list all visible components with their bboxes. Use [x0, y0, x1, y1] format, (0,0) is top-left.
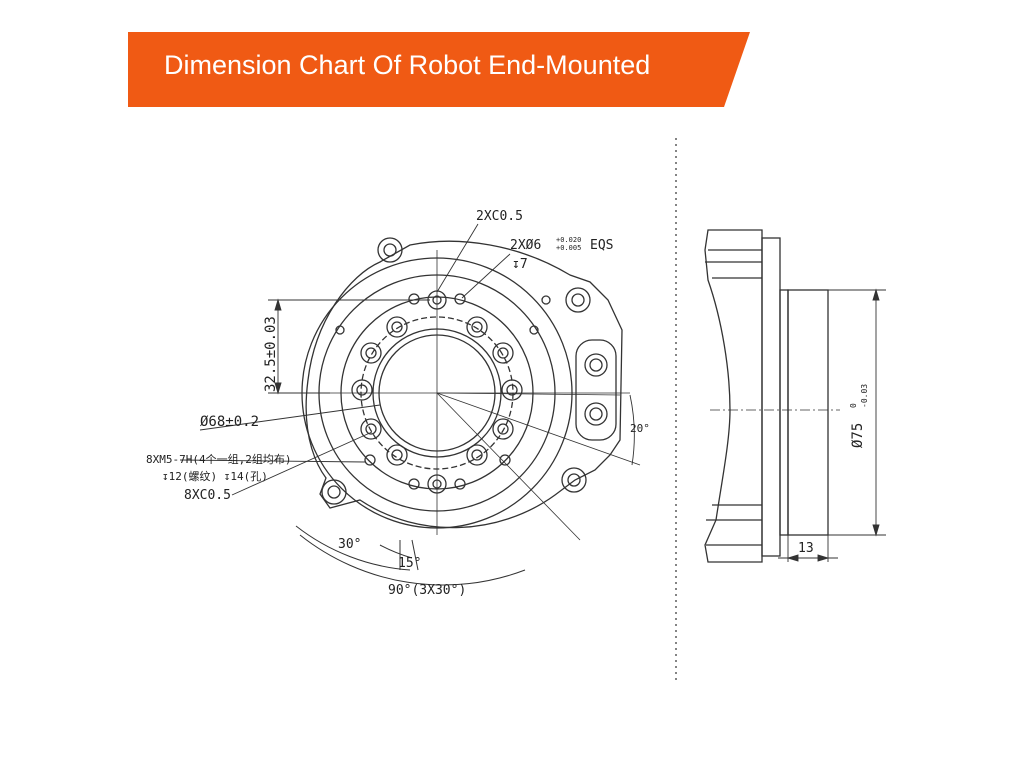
side-view: [704, 229, 886, 563]
bolt-holes: [351, 316, 523, 466]
label-pin-depth: ↧7: [512, 257, 528, 272]
label-diameter-75-tol-lower: -0.03: [860, 384, 869, 408]
label-offset-32-5: 32.5±0.03: [263, 316, 279, 392]
dim-13: [778, 535, 838, 562]
side-tool-flange: [787, 289, 829, 536]
label-pin-hole: 2XØ6: [510, 238, 541, 253]
label-pin-tol-lower: +0.005: [556, 244, 581, 252]
label-thread-spec: 8XM5-7H(4个一组,2组均布): [146, 452, 291, 466]
thread-holes: [335, 293, 539, 490]
label-thread-depth: ↧12(螺纹) ↧14(孔): [162, 469, 268, 483]
side-flange: [761, 237, 781, 557]
front-view: [179, 223, 641, 586]
ear-hole-top-right: [565, 287, 591, 313]
ear-hole-bottom-right: [561, 467, 587, 493]
dim-32-5: [268, 298, 430, 395]
label-pin-eqs: EQS: [590, 238, 613, 253]
housing-outline: [305, 240, 623, 529]
label-thickness-13: 13: [798, 541, 814, 556]
side-body: [704, 229, 763, 563]
label-angle-30: 30°: [338, 537, 361, 552]
dim-75: [828, 288, 886, 537]
angle-arcs: [295, 525, 526, 586]
label-angle-90: 90°(3X30°): [388, 583, 466, 598]
leader-lines: [179, 223, 635, 496]
label-pin-tol-upper: +0.020: [556, 236, 581, 244]
title-banner: Dimension Chart Of Robot End-Mounted: [128, 32, 750, 107]
small-hole-right: [541, 295, 551, 305]
label-angle-20: 20°: [630, 422, 650, 435]
label-diameter-75: Ø75: [850, 423, 866, 448]
center-lines: [300, 250, 641, 541]
ear-hole-top-left: [377, 237, 403, 263]
side-step: [779, 289, 789, 536]
label-angle-15: 15°: [398, 556, 421, 571]
connector-slot: [575, 339, 617, 441]
label-diameter-75-tol-upper: 0: [849, 403, 858, 408]
label-chamfer-bottom: 8XC0.5: [184, 488, 231, 503]
label-chamfer-top: 2XC0.5: [476, 209, 523, 224]
page-title: Dimension Chart Of Robot End-Mounted: [164, 50, 651, 80]
ear-hole-bottom-left: [321, 479, 347, 505]
banner-background: [128, 32, 750, 107]
label-diameter-68: Ø68±0.2: [200, 414, 259, 430]
